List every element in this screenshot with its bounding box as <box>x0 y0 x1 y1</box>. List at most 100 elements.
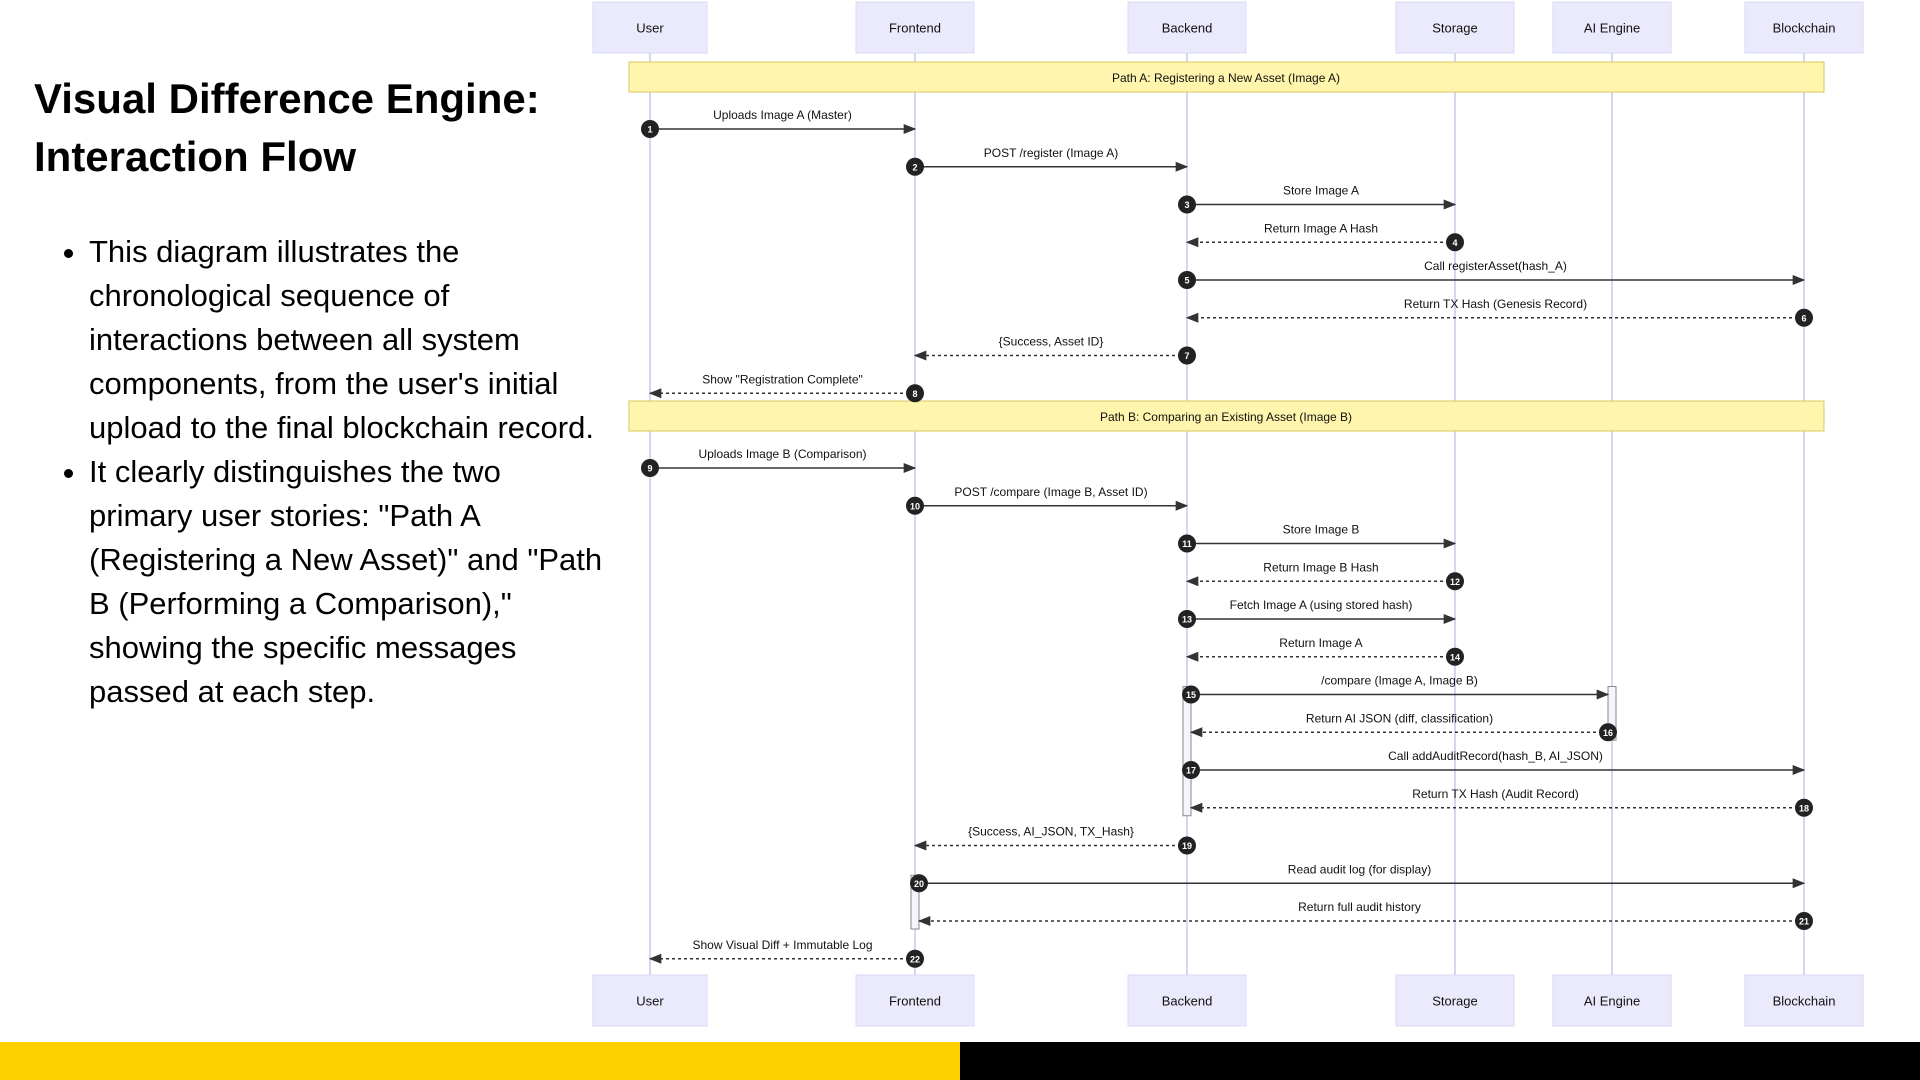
participant-box-ai-engine <box>1552 1 1672 54</box>
step-badge <box>1446 647 1464 666</box>
message-label: {Success, AI_JSON, TX_Hash} <box>968 825 1134 839</box>
slide-title: Visual Difference Engine: Interaction Fl… <box>34 75 540 180</box>
participant-box-blockchain <box>1744 1 1864 54</box>
message-label: Store Image A <box>1283 184 1359 198</box>
step-badge-number: 3 <box>1184 200 1189 210</box>
participant-box-backend <box>1127 974 1247 1027</box>
participant-label-ai-engine: AI Engine <box>1584 994 1640 1009</box>
step-badge <box>910 874 928 893</box>
bullet-item: It clearly distinguishes the two primary… <box>89 450 609 714</box>
step-badge-number: 18 <box>1799 803 1809 813</box>
step-badge-number: 21 <box>1799 917 1809 927</box>
step-badge <box>1178 610 1196 628</box>
path-note <box>628 61 1825 93</box>
footer-bar-black <box>960 1042 1920 1080</box>
participant-label-frontend: Frontend <box>889 994 941 1009</box>
participant-box-blockchain <box>1744 974 1864 1027</box>
participant-label-backend: Backend <box>1162 994 1213 1009</box>
message-label: Return Image B Hash <box>1263 560 1378 574</box>
path-note <box>628 400 1825 432</box>
step-badge <box>1178 271 1196 289</box>
step-badge-number: 4 <box>1452 238 1457 248</box>
step-badge <box>1182 685 1200 704</box>
participant-box-storage <box>1395 1 1515 54</box>
step-badge <box>641 459 659 477</box>
step-badge <box>1599 723 1617 742</box>
step-badge <box>1178 534 1196 553</box>
participant-label-user: User <box>636 21 664 36</box>
message-label: POST /compare (Image B, Asset ID) <box>954 485 1147 499</box>
message-label: {Success, Asset ID} <box>999 335 1104 349</box>
step-badge <box>641 120 659 138</box>
message-label: Return AI JSON (diff, classification) <box>1306 711 1493 725</box>
message-label: Return Image A Hash <box>1264 221 1378 235</box>
participant-box-frontend <box>855 1 975 54</box>
footer-bar-yellow <box>0 1042 960 1080</box>
message-label: POST /register (Image A) <box>984 146 1119 160</box>
step-badge-number: 16 <box>1603 728 1613 738</box>
participant-box-user <box>592 1 708 54</box>
participant-label-user: User <box>636 994 664 1009</box>
participant-label-frontend: Frontend <box>889 21 941 36</box>
participant-label-backend: Backend <box>1162 21 1213 36</box>
message-label: Uploads Image A (Master) <box>713 108 852 122</box>
step-badge-number: 6 <box>1801 313 1806 323</box>
step-badge <box>1178 836 1196 855</box>
message-label: /compare (Image A, Image B) <box>1321 674 1478 688</box>
step-badge-number: 7 <box>1184 351 1189 361</box>
bullet-list: This diagram illustrates the chronologic… <box>34 230 609 714</box>
participant-label-blockchain: Blockchain <box>1773 21 1836 36</box>
step-badge <box>1795 798 1813 817</box>
message-label: Call registerAsset(hash_A) <box>1424 259 1567 273</box>
step-badge <box>1178 195 1196 214</box>
step-badge <box>906 384 924 403</box>
path-note-label: Path A: Registering a New Asset (Image A… <box>1112 71 1340 85</box>
step-badge-number: 15 <box>1186 690 1196 700</box>
step-badge <box>1182 761 1200 779</box>
participant-label-storage: Storage <box>1432 21 1478 36</box>
participant-box-ai-engine <box>1552 974 1672 1027</box>
step-badge-number: 13 <box>1182 615 1192 625</box>
message-label: Fetch Image A (using stored hash) <box>1230 598 1413 612</box>
step-badge-number: 11 <box>1182 539 1192 549</box>
participant-box-user <box>592 974 708 1027</box>
step-badge <box>906 949 924 968</box>
step-badge <box>1446 572 1464 591</box>
step-badge <box>906 157 924 176</box>
step-badge-number: 9 <box>647 464 652 474</box>
step-badge-number: 1 <box>647 125 652 135</box>
step-badge-number: 17 <box>1186 766 1196 776</box>
step-badge-number: 19 <box>1182 841 1192 851</box>
step-badge <box>906 496 924 515</box>
path-note-label: Path B: Comparing an Existing Asset (Ima… <box>1100 410 1352 424</box>
step-badge <box>1795 308 1813 327</box>
bullet-item: This diagram illustrates the chronologic… <box>89 230 609 450</box>
message-label: Show Visual Diff + Immutable Log <box>693 938 873 952</box>
message-label: Return TX Hash (Audit Record) <box>1412 787 1579 801</box>
participant-label-storage: Storage <box>1432 994 1478 1009</box>
step-badge-number: 20 <box>914 879 924 889</box>
message-label: Show "Registration Complete" <box>702 372 863 386</box>
participant-label-blockchain: Blockchain <box>1773 994 1836 1009</box>
message-label: Return full audit history <box>1298 900 1421 914</box>
step-badge-number: 10 <box>910 501 920 511</box>
participant-box-backend <box>1127 1 1247 54</box>
activation-bar <box>1182 686 1192 817</box>
message-label: Store Image B <box>1283 523 1360 537</box>
step-badge-number: 5 <box>1184 276 1189 286</box>
message-label: Return TX Hash (Genesis Record) <box>1404 297 1587 311</box>
step-badge-number: 14 <box>1450 652 1460 662</box>
step-badge <box>1446 233 1464 252</box>
step-badge-number: 22 <box>910 954 920 964</box>
step-badge <box>1178 346 1196 365</box>
step-badge-number: 12 <box>1450 577 1460 587</box>
message-label: Uploads Image B (Comparison) <box>698 447 866 461</box>
step-badge <box>1795 912 1813 930</box>
message-label: Return Image A <box>1279 636 1362 650</box>
participant-box-storage <box>1395 974 1515 1027</box>
message-label: Call addAuditRecord(hash_B, AI_JSON) <box>1388 749 1603 763</box>
message-label: Read audit log (for display) <box>1288 862 1431 876</box>
step-badge-number: 2 <box>912 162 917 172</box>
step-badge-number: 8 <box>912 389 917 399</box>
participant-box-frontend <box>855 974 975 1027</box>
